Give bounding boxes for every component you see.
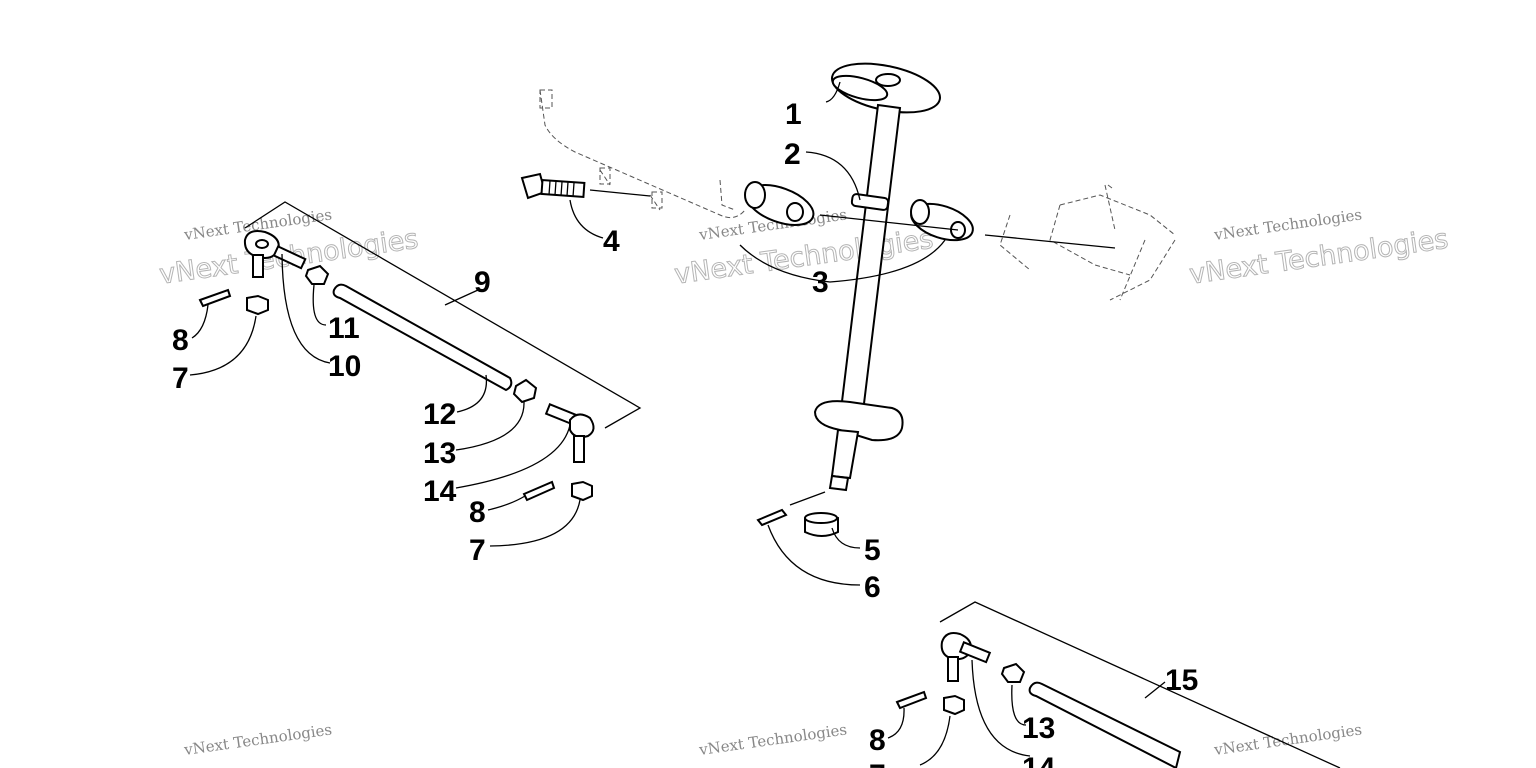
bushing-left bbox=[744, 181, 815, 226]
castle-nut bbox=[804, 512, 839, 537]
callout-8: 8 bbox=[172, 324, 189, 357]
bolt bbox=[520, 172, 651, 200]
callout-14: 14 bbox=[1022, 752, 1056, 768]
callout-labels: 1 2 3 4 5 6 9 8 7 11 10 12 13 14 8 7 15 … bbox=[172, 98, 1198, 768]
callout-6: 6 bbox=[864, 571, 881, 604]
callout-5: 5 bbox=[864, 534, 881, 567]
callout-11: 11 bbox=[328, 312, 360, 345]
watermark: vNext Technologies vNext Technologies vN… bbox=[157, 205, 1451, 759]
watermark-text: vNext Technologies bbox=[697, 720, 848, 759]
tie-rod-assembly-upper bbox=[198, 201, 642, 502]
callout-8: 8 bbox=[469, 496, 486, 529]
callout-14: 14 bbox=[423, 475, 457, 508]
callout-8: 8 bbox=[869, 724, 886, 757]
watermark-text: vNext Technologies bbox=[1212, 720, 1363, 759]
frame-outline bbox=[539, 89, 1176, 301]
callout-7: 7 bbox=[469, 534, 486, 567]
callout-12: 12 bbox=[423, 398, 456, 431]
steering-post bbox=[813, 62, 941, 492]
tie-rod-assembly-lower bbox=[895, 601, 1341, 768]
callout-4: 4 bbox=[603, 225, 620, 258]
callout-10: 10 bbox=[328, 350, 361, 383]
callout-2: 2 bbox=[784, 138, 801, 171]
callout-1: 1 bbox=[785, 98, 802, 131]
callout-7: 7 bbox=[869, 759, 886, 768]
leader-lines bbox=[189, 81, 1166, 766]
callout-9: 9 bbox=[474, 266, 491, 299]
callout-13: 13 bbox=[423, 437, 456, 470]
watermark-text: vNext Technologies bbox=[182, 720, 333, 759]
callout-7: 7 bbox=[172, 362, 189, 395]
callout-15: 15 bbox=[1165, 664, 1198, 697]
bushing-axis-line bbox=[819, 214, 1116, 249]
callout-13: 13 bbox=[1022, 712, 1055, 745]
callout-3: 3 bbox=[812, 266, 829, 299]
cotter-pin bbox=[756, 491, 826, 527]
